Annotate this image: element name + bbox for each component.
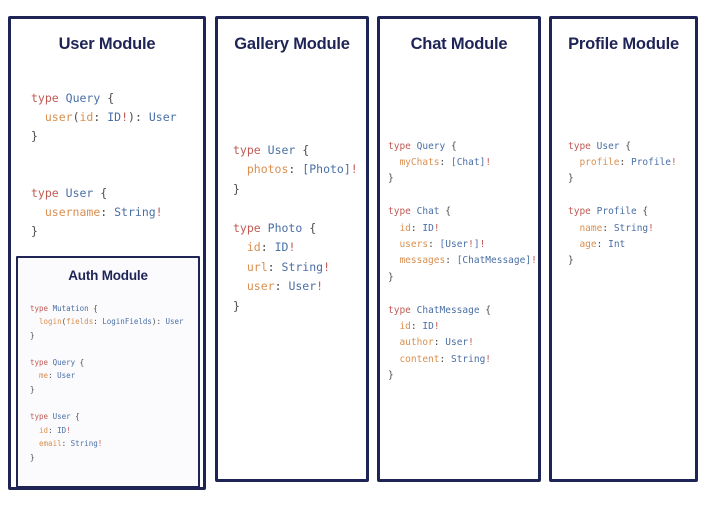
panel-title-user-module: User Module bbox=[58, 35, 156, 53]
panel-gallery-module[interactable]: Gallery Module type User { photos: [Phot… bbox=[215, 16, 369, 482]
code-block-profile-module: type User { profile: Profile! } type Pro… bbox=[568, 140, 677, 267]
panel-chat-module[interactable]: Chat Module type Query { myChats: [Chat]… bbox=[377, 16, 541, 482]
code-block-auth-module: type Mutation { login(fields: LoginField… bbox=[30, 303, 184, 463]
panel-profile-module[interactable]: Profile Module type User { profile: Prof… bbox=[549, 16, 698, 482]
panel-title-auth-module: Auth Module bbox=[68, 268, 148, 283]
panel-auth-module[interactable]: Auth Module type Mutation { login(fields… bbox=[16, 256, 200, 488]
panel-title-profile-module: Profile Module bbox=[568, 35, 679, 53]
panel-user-module[interactable]: User Module type Query { user(id: ID!): … bbox=[8, 16, 206, 490]
code-block-chat-module: type Query { myChats: [Chat]! } type Cha… bbox=[388, 140, 537, 382]
panel-title-chat-module: Chat Module bbox=[410, 35, 508, 53]
panel-title-gallery-module: Gallery Module bbox=[234, 35, 350, 53]
code-block-user-module: type Query { user(id: ID!): User } type … bbox=[31, 90, 177, 238]
code-block-gallery-module: type User { photos: [Photo]! } type Phot… bbox=[233, 142, 358, 313]
